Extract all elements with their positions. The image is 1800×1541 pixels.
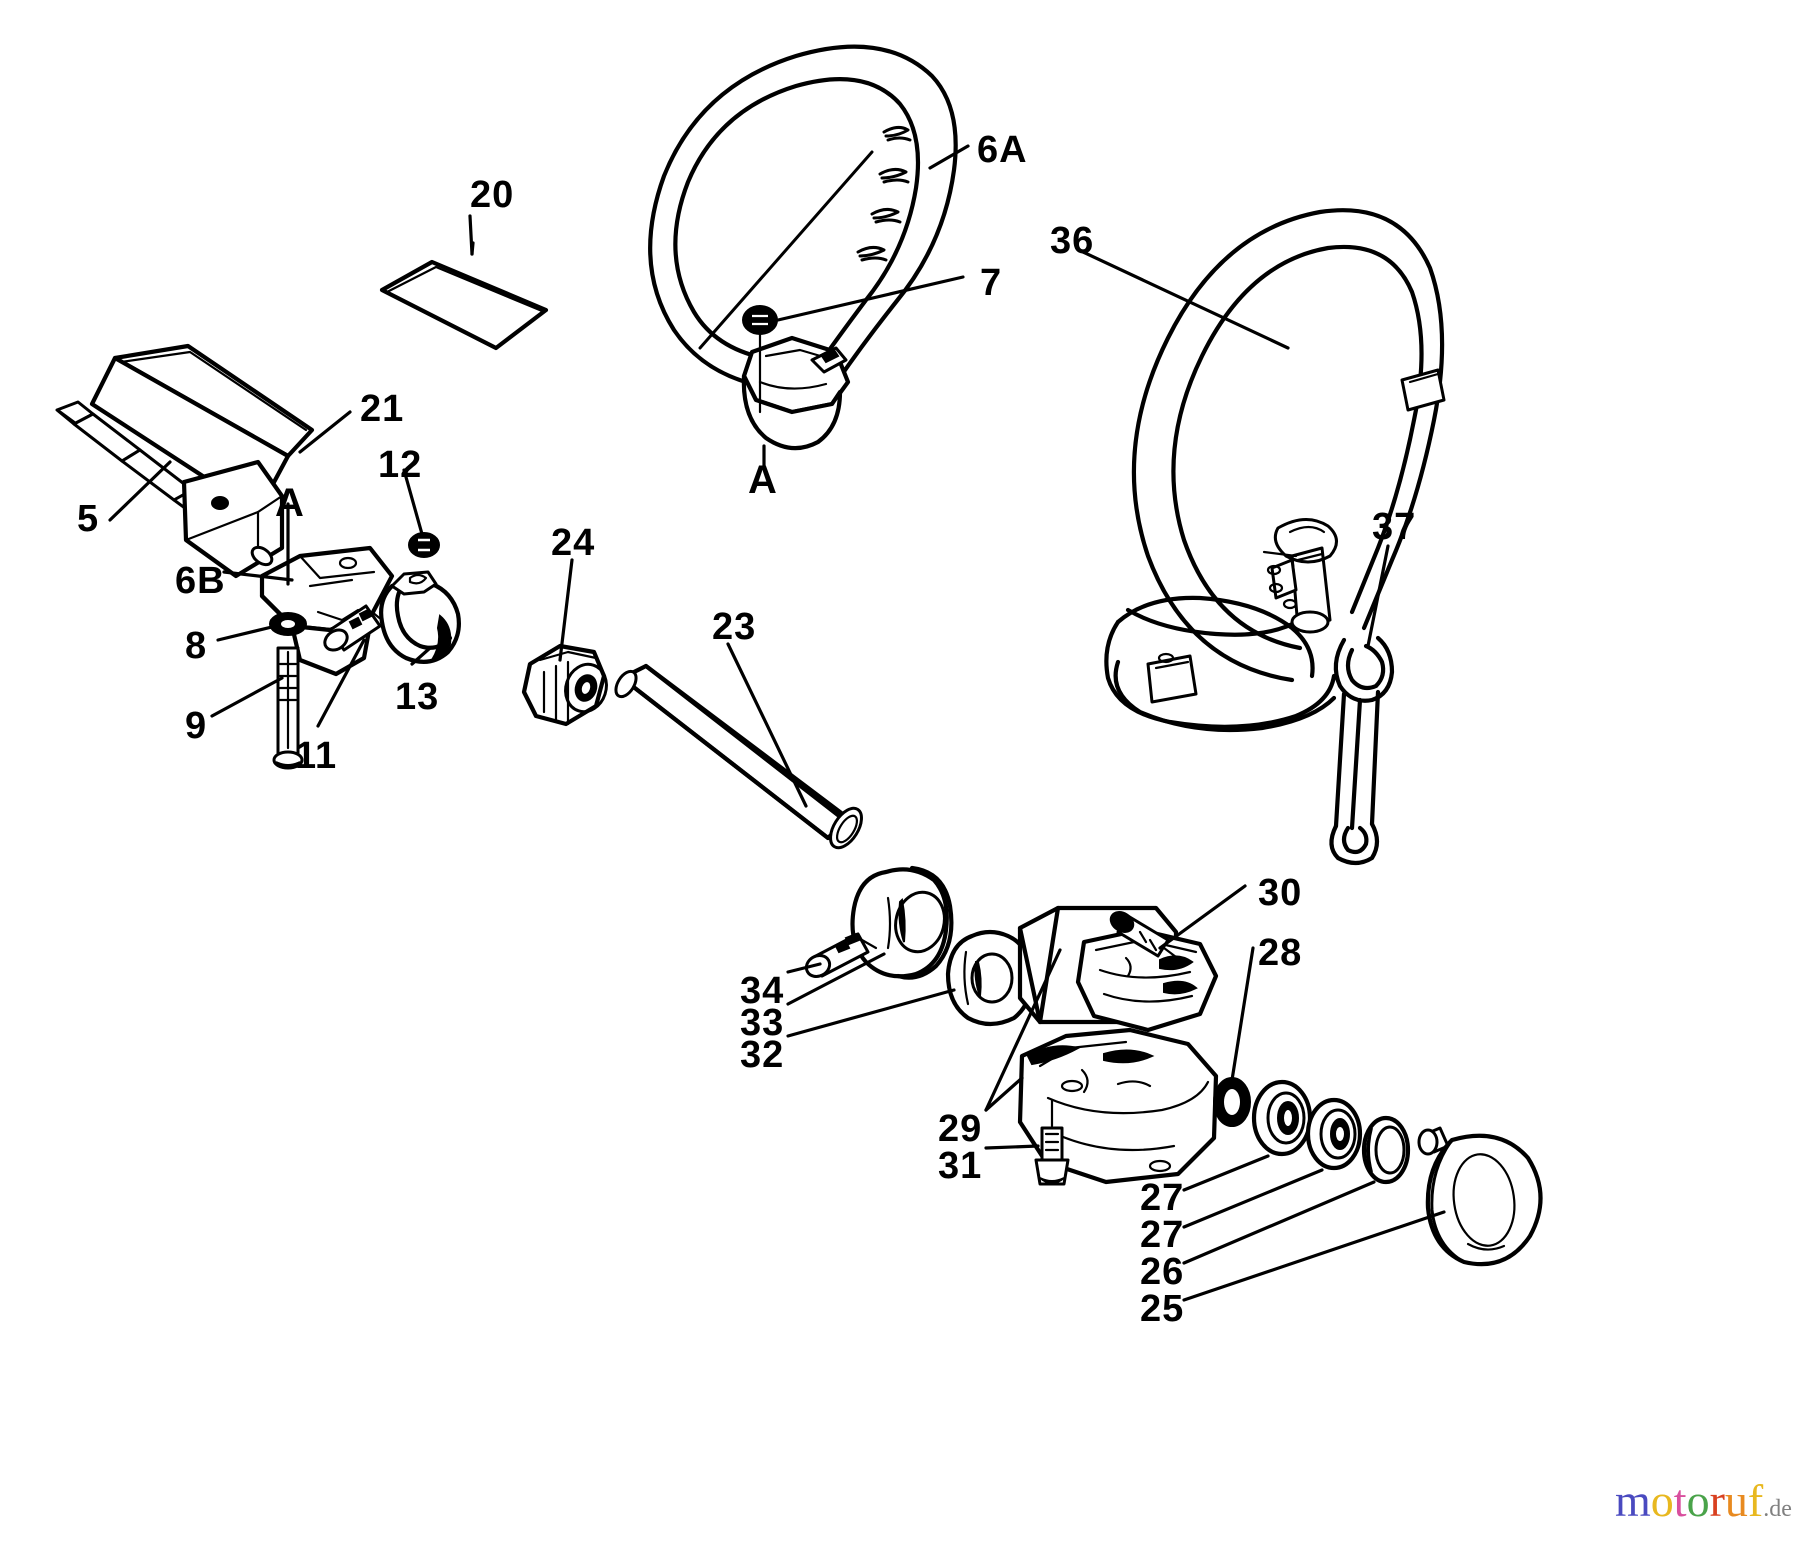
callout-6a: 6A — [977, 129, 1028, 171]
part-28-seal — [1213, 1077, 1251, 1127]
part-25-cup — [1417, 1126, 1543, 1267]
callout-12: 12 — [378, 444, 423, 486]
callout-23: 23 — [712, 606, 757, 648]
part-23-tube — [614, 663, 863, 850]
part-24-nut — [521, 643, 608, 727]
leader-32 — [786, 988, 956, 1038]
leader-11 — [316, 638, 366, 728]
watermark-letter: m — [1615, 1475, 1651, 1526]
callout-25: 25 — [1140, 1288, 1185, 1330]
callout-21: 21 — [360, 388, 405, 430]
leader-12 — [402, 468, 424, 536]
leader-37 — [1366, 544, 1390, 648]
part-9-bolt — [272, 646, 304, 770]
callout-24: 24 — [551, 522, 596, 564]
watermark-letter: f — [1747, 1475, 1764, 1526]
part-26-ring — [1361, 1115, 1411, 1185]
leader-29a — [984, 1076, 1024, 1112]
motoruf-watermark: motoruf.de — [1615, 1478, 1792, 1524]
callout-6b: 6B — [175, 560, 226, 602]
callout-11: 11 — [295, 735, 338, 777]
callout-20: 20 — [470, 174, 515, 216]
part-27-bearing-2 — [1305, 1097, 1363, 1171]
callout-13: 13 — [395, 676, 440, 718]
callout-36: 36 — [1050, 220, 1095, 262]
callout-5: 5 — [77, 498, 100, 540]
leader-26 — [1182, 1180, 1376, 1265]
callout-26: 26 — [1140, 1251, 1185, 1293]
leader-36 — [1081, 250, 1290, 350]
part-6a-handle — [648, 44, 958, 451]
part-33-bushing — [850, 865, 954, 980]
part-27-bearing-1 — [1251, 1079, 1313, 1157]
leader-23 — [726, 642, 808, 808]
leader-20b — [470, 241, 475, 256]
watermark-letter: r — [1709, 1475, 1725, 1526]
leader-29b — [984, 948, 1062, 1112]
callout-37: 37 — [1372, 506, 1417, 548]
leader-27b — [1182, 1168, 1324, 1229]
leader-9 — [210, 676, 284, 718]
part-12-nut — [408, 532, 440, 558]
callout-27: 27 — [1140, 1214, 1185, 1256]
leader-8 — [216, 624, 278, 642]
callout-31: 31 — [938, 1145, 983, 1187]
leader-25 — [1182, 1210, 1446, 1302]
leader-24 — [558, 558, 574, 662]
callout-a: A — [275, 481, 304, 525]
callout-30: 30 — [1258, 872, 1303, 914]
leader-28 — [1230, 946, 1255, 1082]
leader-31 — [984, 1144, 1040, 1150]
leader-21 — [298, 410, 352, 454]
part-31-bolt — [1034, 1098, 1070, 1186]
callout-8: 8 — [185, 625, 208, 667]
part-13-clamp — [379, 570, 461, 664]
callout-33: 33 — [740, 1002, 785, 1044]
callout-34: 34 — [740, 970, 785, 1012]
callout-7: 7 — [980, 262, 1003, 304]
part-34-screw — [804, 932, 878, 978]
leader-6a — [928, 144, 970, 170]
callout-29: 29 — [938, 1108, 983, 1150]
callout-32: 32 — [740, 1034, 785, 1076]
callout-28: 28 — [1258, 932, 1303, 974]
watermark-letter: u — [1724, 1475, 1748, 1526]
callout-27: 27 — [1140, 1177, 1185, 1219]
watermark-letter: o — [1650, 1475, 1674, 1526]
part-37-hook — [1329, 635, 1395, 866]
leader-34 — [786, 962, 822, 974]
watermark-letter: t — [1673, 1475, 1687, 1526]
leader-27a — [1182, 1154, 1270, 1192]
part-11-bolt — [323, 604, 384, 652]
part-36-harness — [1104, 208, 1446, 733]
leader-33 — [786, 952, 886, 1006]
leader-30 — [1158, 884, 1247, 950]
part-30-bolt — [1109, 911, 1182, 962]
part-29-housing — [1017, 905, 1219, 1185]
watermark-suffix: .de — [1763, 1496, 1792, 1522]
part-20-pad — [379, 259, 549, 351]
part-8-washer — [269, 612, 307, 636]
part-32-bushing — [945, 929, 1035, 1027]
leader-5 — [108, 460, 172, 522]
leader-13 — [410, 646, 432, 666]
leader-6b — [222, 570, 294, 582]
watermark-letter: o — [1686, 1475, 1710, 1526]
callout-a: A — [748, 458, 777, 502]
leader-7 — [776, 275, 965, 322]
callout-9: 9 — [185, 705, 208, 747]
